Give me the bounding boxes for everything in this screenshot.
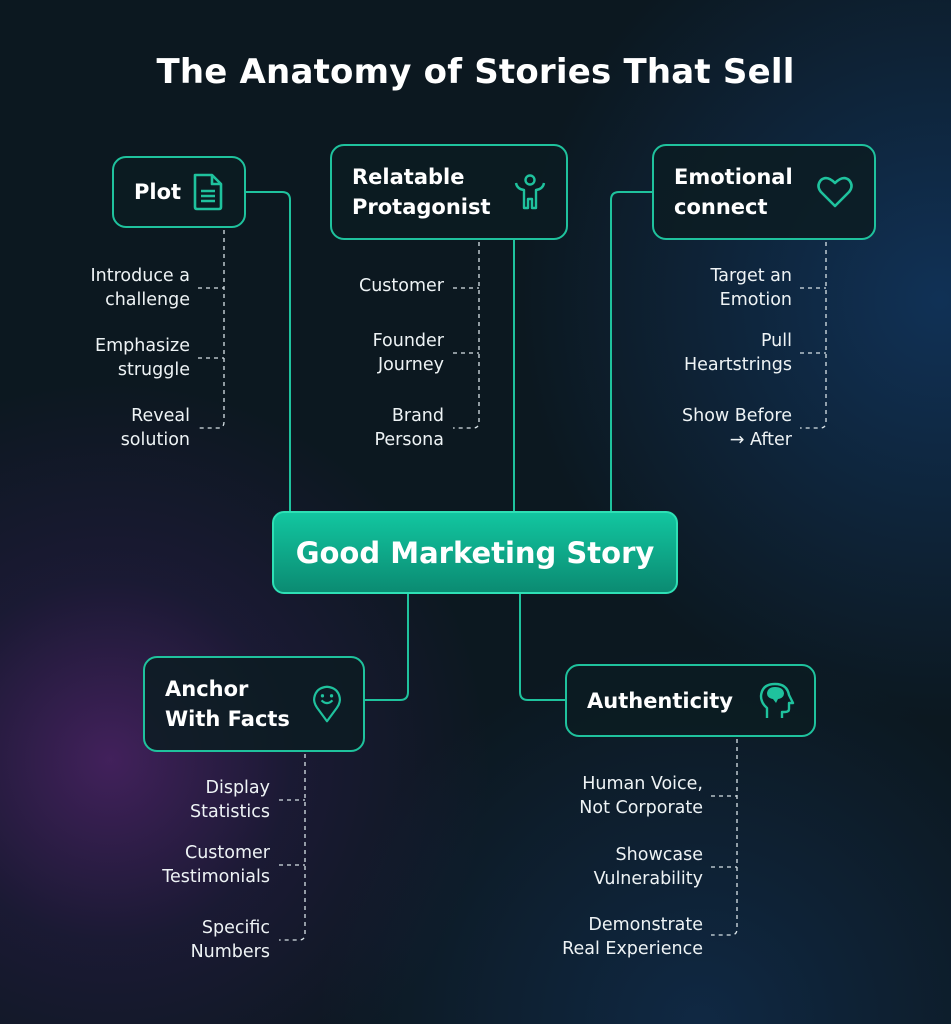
connector-plot: [246, 191, 291, 511]
item-line: Journey: [377, 355, 444, 375]
item-line: Pull: [760, 331, 792, 351]
dash-anchor: [279, 754, 306, 941]
item-line: struggle: [117, 360, 190, 380]
item-line: Emotion: [719, 290, 792, 310]
connector-anchor: [365, 594, 409, 701]
item-line: Introduce a: [90, 266, 190, 286]
item-line: Specific: [201, 918, 270, 938]
branch-label: Plot: [134, 177, 181, 207]
page-title: The Anatomy of Stories That Sell: [156, 52, 795, 92]
branch-label: Emotional connect: [674, 162, 793, 222]
item-line: → After: [729, 430, 792, 450]
label-line: With Facts: [165, 707, 290, 731]
item-line: Statistics: [190, 802, 270, 822]
item-line: Brand: [391, 406, 444, 426]
item-line: Numbers: [190, 942, 270, 962]
item-line: Display: [205, 778, 270, 798]
item-line: Human Voice,: [582, 774, 703, 794]
list-item: Customer: [359, 274, 444, 298]
item-line: Testimonials: [162, 867, 270, 887]
item-line: challenge: [105, 290, 190, 310]
item-line: Vulnerability: [593, 869, 703, 889]
item-line: Heartstrings: [683, 355, 792, 375]
branch-authenticity: Authenticity: [565, 664, 816, 737]
label-line: Relatable: [352, 165, 465, 189]
item-line: Target an: [710, 266, 792, 286]
list-item: Human Voice, Not Corporate: [579, 772, 703, 820]
item-line: Emphasize: [95, 336, 190, 356]
head-brain-icon: [759, 682, 795, 718]
item-line: Persona: [374, 430, 444, 450]
person-icon: [514, 174, 546, 210]
item-line: Reveal: [131, 406, 190, 426]
connector-authenticity: [519, 594, 565, 701]
item-line: Customer: [184, 843, 270, 863]
label-line: Protagonist: [352, 195, 491, 219]
list-item: Target an Emotion: [710, 264, 792, 312]
item-line: Real Experience: [562, 939, 703, 959]
dash-plot: [198, 230, 225, 429]
list-item: Introduce a challenge: [90, 264, 190, 312]
label-line: Plot: [134, 180, 182, 204]
item-line: Showcase: [615, 845, 703, 865]
document-icon: [193, 173, 223, 211]
item-line: Not Corporate: [579, 798, 703, 818]
item-line: Demonstrate: [588, 915, 703, 935]
dash-authenticity: [711, 739, 738, 936]
list-item: Emphasize struggle: [95, 334, 190, 382]
label-line: Emotional: [674, 165, 793, 189]
label-line: Anchor: [165, 677, 249, 701]
dash-emotional: [800, 242, 827, 429]
central-node: Good Marketing Story: [272, 511, 678, 594]
label-line: connect: [674, 195, 768, 219]
item-line: Customer: [358, 276, 444, 296]
list-item: Show Before → After: [682, 404, 792, 452]
dash-protagonist: [453, 242, 480, 429]
list-item: Reveal solution: [121, 404, 190, 452]
item-line: solution: [120, 430, 190, 450]
item-line: Founder: [372, 331, 444, 351]
connector-emotional: [610, 191, 652, 511]
smiley-pin-icon: [313, 685, 341, 723]
branch-plot: Plot: [112, 156, 246, 228]
label-line: Authenticity: [587, 688, 733, 713]
heart-icon: [817, 176, 853, 208]
item-line: Show Before: [682, 406, 792, 426]
branch-label: Authenticity: [587, 686, 733, 716]
branch-emotional: Emotional connect: [652, 144, 876, 240]
